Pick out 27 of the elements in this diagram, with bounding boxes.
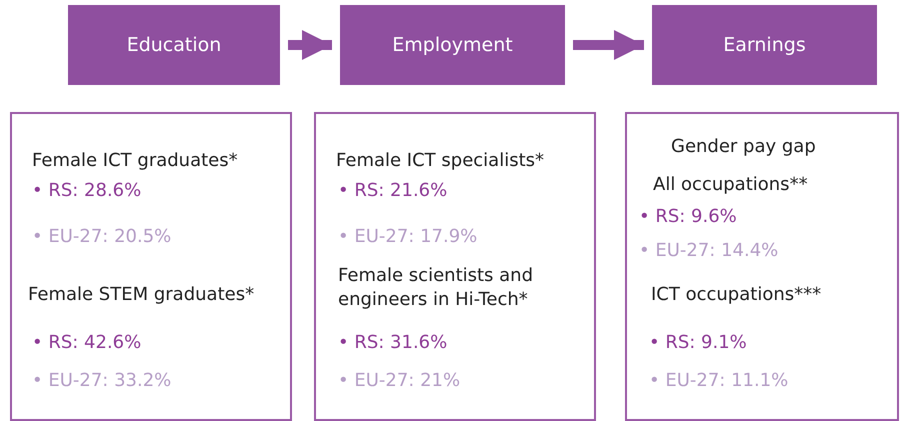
stat-panel [314,112,596,421]
heading-text: Female ICT graduates* [32,150,238,171]
list-item: • RS: 9.6% [639,206,737,227]
list-item: • EU-27: 33.2% [32,370,172,391]
list-item: • EU-27: 21% [338,370,460,391]
heading-text: Female scientists and engineers in Hi-Tech* [338,264,534,312]
stage-box: Employment [340,5,565,85]
list-item: • RS: 28.6% [32,180,142,201]
stage-box: Earnings [652,5,877,85]
list-item: • EU-27: 14.4% [639,240,778,261]
stat-panel [10,112,292,421]
heading-text: Gender pay gap [671,136,816,157]
list-item: • EU-27: 17.9% [338,226,478,247]
list-item: • RS: 42.6% [32,332,142,353]
stat-panel [625,112,899,421]
list-item: • RS: 9.1% [649,332,747,353]
heading-text: Female ICT specialists* [336,150,544,171]
heading-text: Female STEM graduates* [28,284,254,305]
heading-text: All occupations** [653,174,808,195]
heading-text: ICT occupations*** [651,284,822,305]
arrow [573,30,644,60]
list-item: • RS: 21.6% [338,180,448,201]
list-item: • EU-27: 11.1% [649,370,788,391]
stage-box: Education [68,5,280,85]
list-item: • EU-27: 20.5% [32,226,172,247]
arrow [288,30,332,60]
list-item: • RS: 31.6% [338,332,448,353]
